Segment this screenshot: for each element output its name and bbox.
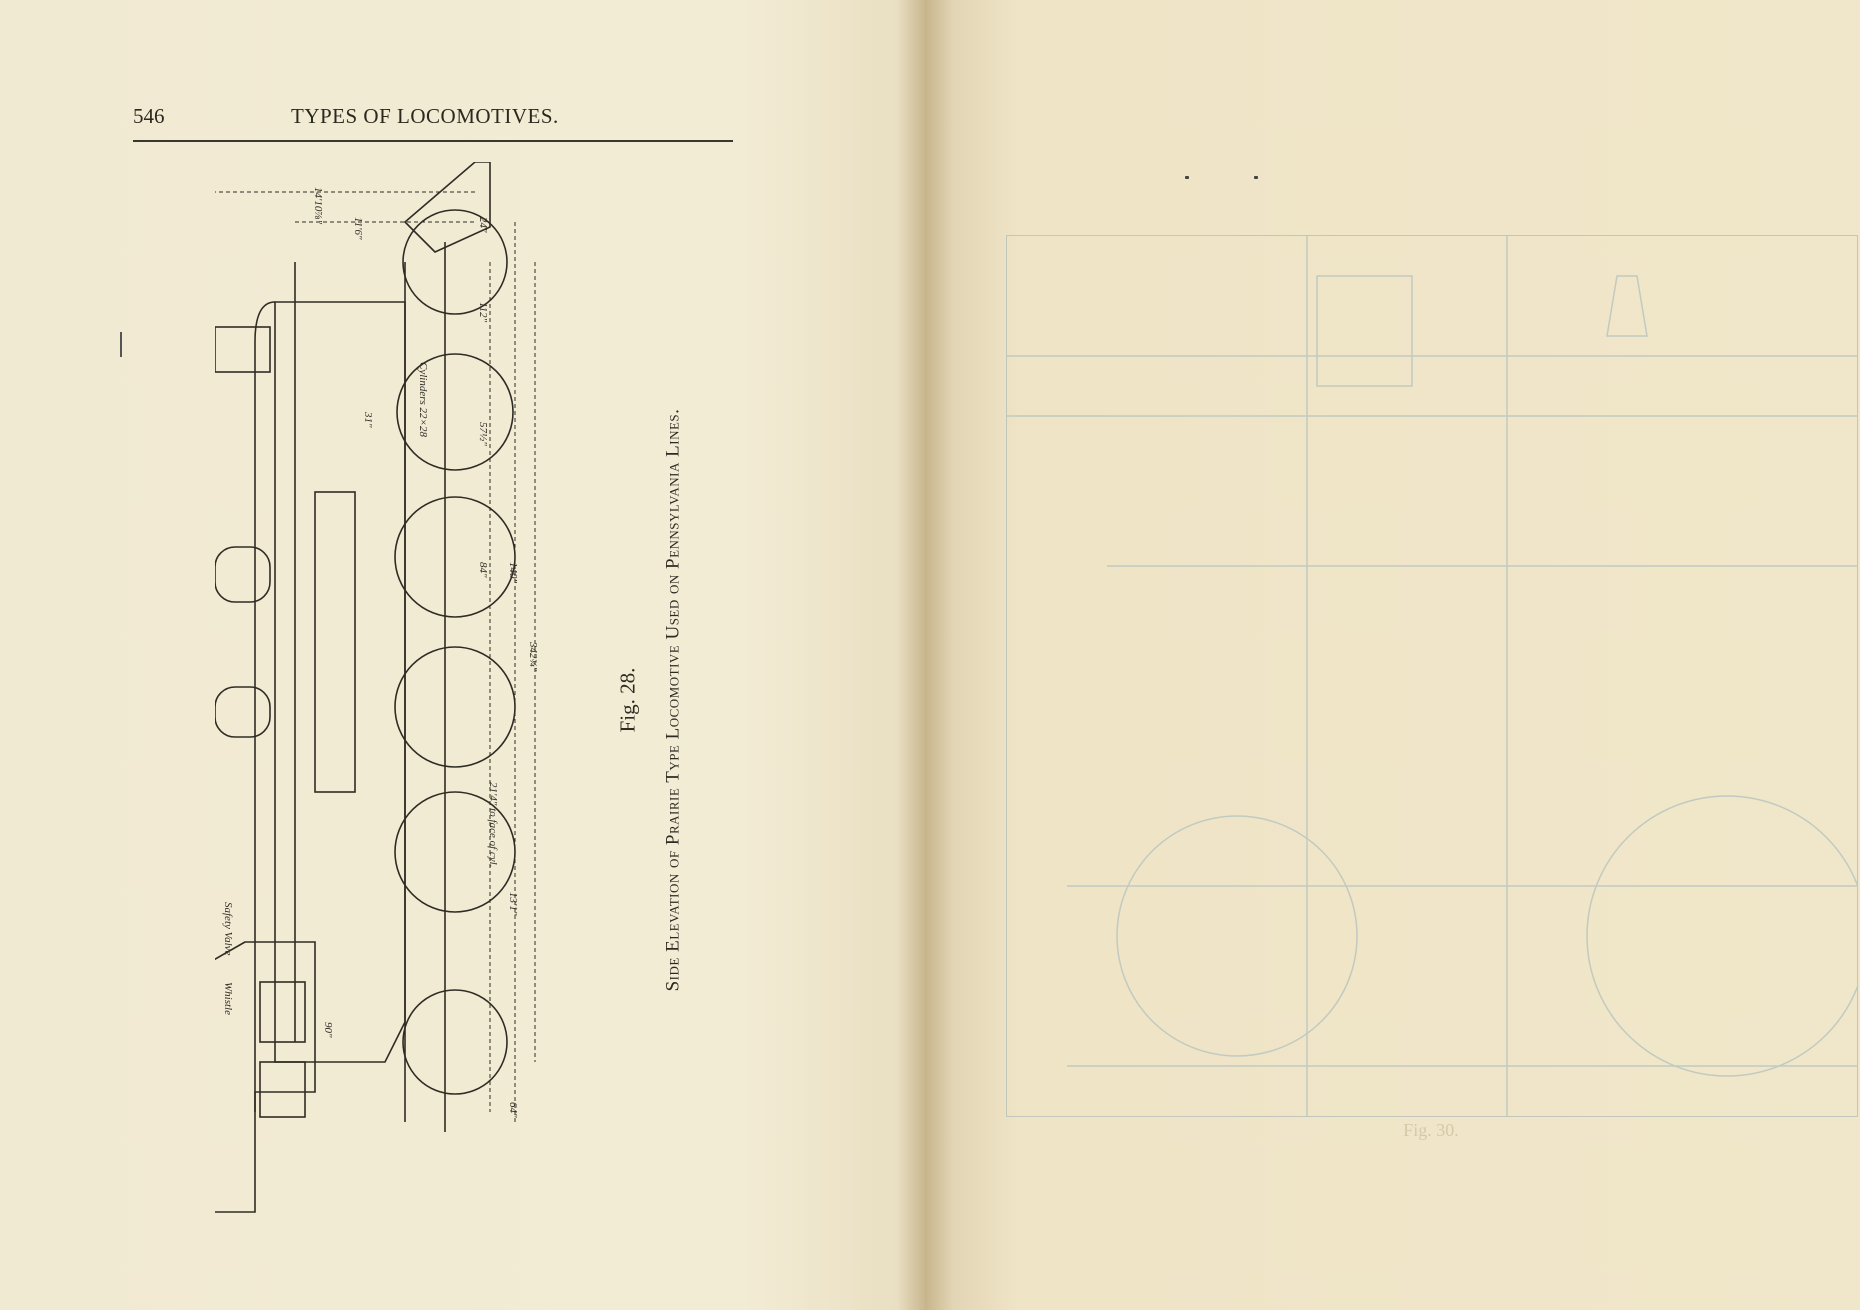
dimension-label: 31": [362, 411, 374, 428]
dimension-label: 21'4" to face of cyl.: [487, 782, 499, 867]
dimension-label: 57½": [477, 422, 489, 446]
page-number: 546: [133, 104, 165, 128]
show-through-drawing: [1006, 235, 1858, 1117]
dimension-label: 14'10⅞": [312, 187, 324, 225]
dimension-label: 90": [322, 1022, 334, 1038]
dimension-label: 24": [477, 217, 489, 233]
dimension-label: 64": [507, 1102, 519, 1118]
dimension-label: Whistle: [222, 982, 234, 1015]
running-head: TYPES OF LOCOMOTIVES.: [291, 104, 559, 128]
print-dot: [1185, 176, 1189, 179]
left-page: 546 TYPES OF LOCOMOTIVES.: [0, 0, 925, 1310]
locomotive-side-elevation-drawing: 14'10⅞"11'6"58⅝"64¼"81⅜"84¼"23⅞"Safety V…: [215, 162, 539, 1213]
dimension-label: 342¾": [527, 641, 539, 672]
show-through-caption: Fig. 30.: [1403, 1120, 1459, 1140]
header-rule: [133, 140, 733, 142]
dimension-label: Safety Valve: [222, 902, 234, 956]
figure-title: Side Elevation of Prairie Type Locomotiv…: [662, 408, 684, 992]
margin-mark: [120, 332, 122, 357]
dimension-label: 84": [477, 562, 489, 578]
dimension-label: 140": [507, 562, 519, 584]
print-dot: [1254, 176, 1258, 179]
dimension-label: 112": [477, 302, 489, 323]
figure-number: Fig. 28.: [615, 667, 640, 733]
dimension-label: Cylinders 22×28: [417, 362, 429, 437]
figure-caption: Fig. 28. Side Elevation of Prairie Type …: [600, 300, 700, 1100]
dimension-label: 11'6": [352, 217, 364, 240]
right-page: [925, 0, 1860, 1310]
dimension-label: 13'1": [507, 892, 519, 916]
page-header: 546 TYPES OF LOCOMOTIVES.: [133, 104, 723, 132]
